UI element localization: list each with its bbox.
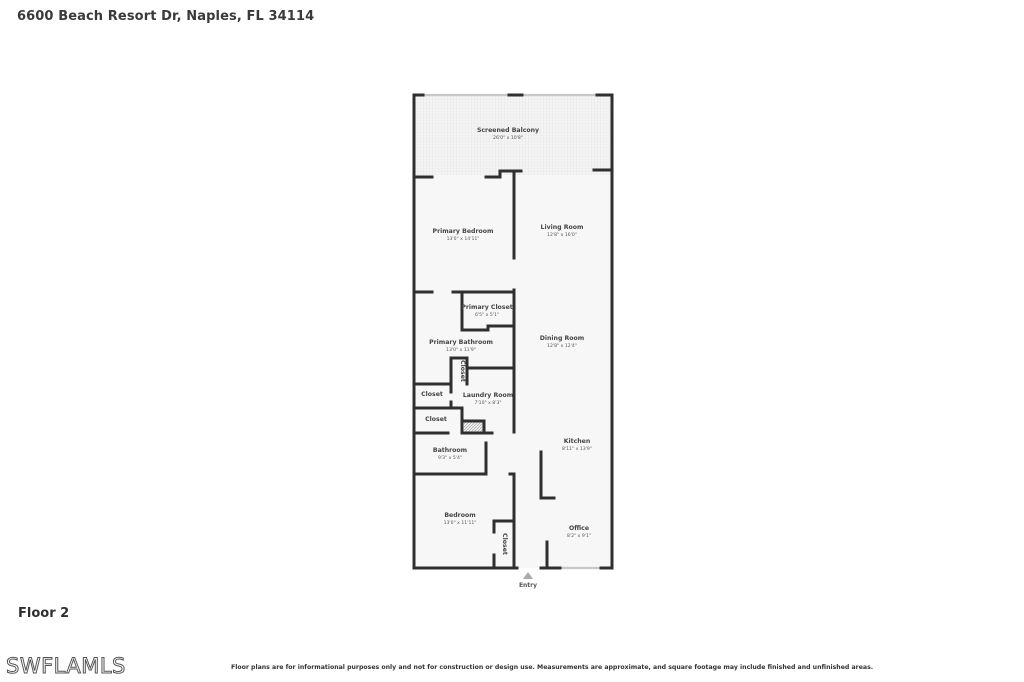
walls	[412, 93, 614, 570]
svg-text:13'0" x 11'9": 13'0" x 11'9"	[446, 347, 476, 353]
room-primary-closet: Primary Closet 6'5" x 5'1"	[461, 304, 512, 318]
room-office: Office 8'2" x 9'1"	[567, 525, 591, 539]
svg-text:Bedroom: Bedroom	[444, 512, 475, 519]
svg-text:Laundry Room: Laundry Room	[463, 392, 513, 399]
svg-text:Office: Office	[569, 525, 589, 532]
svg-text:13'0" x 11'11": 13'0" x 11'11"	[444, 520, 477, 526]
floor-label: Floor 2	[18, 606, 70, 621]
svg-text:8'11" x 13'9": 8'11" x 13'9"	[562, 446, 592, 452]
room-bedroom: Bedroom 13'0" x 11'11"	[444, 512, 477, 526]
svg-text:8'2" x 9'1": 8'2" x 9'1"	[567, 533, 591, 539]
disclaimer-text: Floor plans are for informational purpos…	[231, 664, 874, 671]
room-laundry-room: Laundry Room 7'10" x 8'3"	[463, 392, 513, 406]
svg-text:Primary Bathroom: Primary Bathroom	[429, 339, 493, 346]
room-living-room: Living Room 12'8" x 16'0"	[541, 224, 584, 238]
room-kitchen: Kitchen 8'11" x 13'9"	[562, 438, 592, 452]
water-heater-hatch	[464, 421, 484, 433]
room-screened-balcony: Screened Balcony 26'0" x 10'8"	[477, 127, 539, 141]
room-closet-1: Closet	[421, 391, 443, 398]
svg-text:Screened Balcony: Screened Balcony	[477, 127, 539, 134]
svg-text:Dining Room: Dining Room	[540, 335, 585, 342]
property-address: 6600 Beach Resort Dr, Naples, FL 34114	[17, 9, 315, 24]
svg-text:Closet: Closet	[421, 391, 443, 398]
svg-text:Bathroom: Bathroom	[433, 447, 467, 454]
svg-text:Closet: Closet	[459, 360, 466, 382]
svg-text:Primary Bedroom: Primary Bedroom	[433, 228, 494, 235]
svg-text:12'8" x 16'0": 12'8" x 16'0"	[547, 232, 577, 238]
room-primary-bathroom: Primary Bathroom 13'0" x 11'9"	[429, 339, 493, 353]
room-primary-bedroom: Primary Bedroom 13'0" x 14'11"	[433, 228, 494, 242]
svg-text:9'3" x 5'4": 9'3" x 5'4"	[438, 455, 462, 461]
room-closet-2: Closet	[425, 416, 447, 423]
svg-text:26'0" x 10'8": 26'0" x 10'8"	[493, 135, 523, 141]
mls-logo: SWFLAMLS	[6, 654, 126, 679]
svg-text:6'5" x 5'1": 6'5" x 5'1"	[475, 312, 499, 318]
svg-text:7'10" x 8'3": 7'10" x 8'3"	[474, 400, 501, 406]
room-closet-bath: Closet	[459, 360, 466, 382]
svg-text:Closet: Closet	[425, 416, 447, 423]
svg-text:Living Room: Living Room	[541, 224, 584, 231]
balcony-floor	[414, 95, 612, 175]
entry-label: Entry	[519, 582, 537, 589]
svg-text:12'8" x 12'4": 12'8" x 12'4"	[547, 343, 577, 349]
room-closet-bedroom: Closet	[501, 533, 508, 555]
svg-text:Kitchen: Kitchen	[564, 438, 591, 445]
entry-arrow-icon	[523, 572, 533, 579]
svg-text:Closet: Closet	[501, 533, 508, 555]
svg-text:13'0" x 14'11": 13'0" x 14'11"	[447, 236, 480, 242]
room-dining-room: Dining Room 12'8" x 12'4"	[540, 335, 585, 349]
room-bathroom: Bathroom 9'3" x 5'4"	[433, 447, 467, 461]
svg-text:Primary Closet: Primary Closet	[461, 304, 512, 311]
